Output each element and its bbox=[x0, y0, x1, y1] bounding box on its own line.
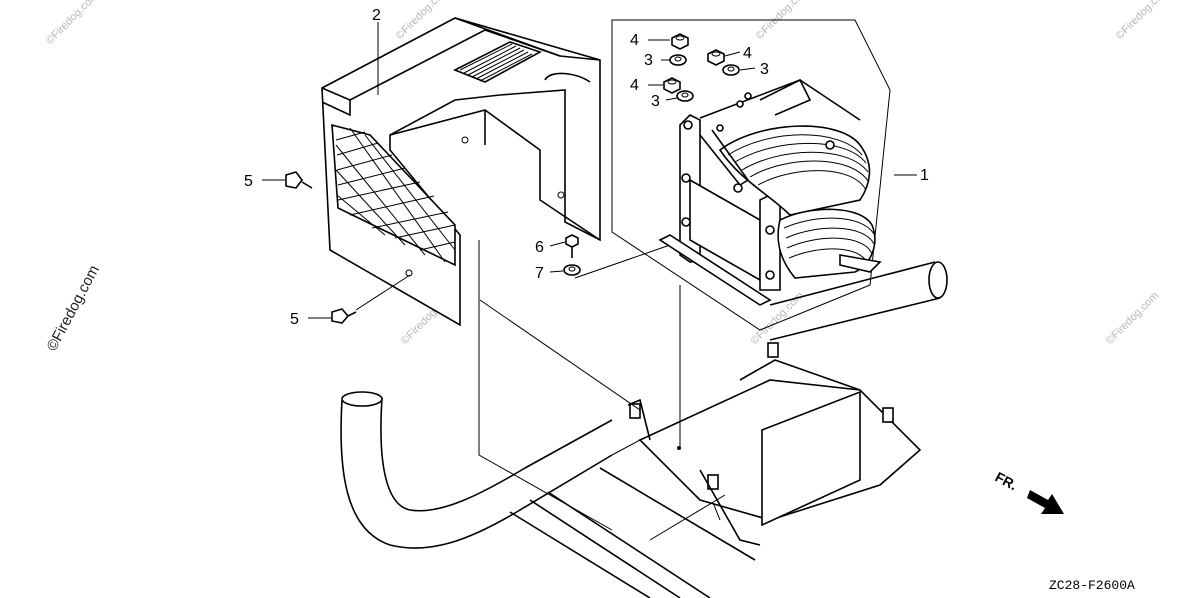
callout-3c: 3 bbox=[651, 93, 660, 110]
callout-1: 1 bbox=[920, 167, 929, 184]
watermark-main: ©Firedog.com bbox=[44, 263, 103, 354]
front-direction-indicator: FR. bbox=[993, 469, 1064, 514]
callout-labels: 1 2 4 3 4 3 4 3 5 5 6 7 bbox=[244, 7, 929, 328]
callout-2: 2 bbox=[372, 7, 381, 24]
callout-leaders bbox=[262, 22, 917, 319]
nut-4a bbox=[671, 33, 689, 50]
watermark-faint-1: ©Firedog.com bbox=[44, 0, 101, 47]
washer-3b bbox=[722, 64, 740, 76]
callout-4a: 4 bbox=[630, 32, 639, 49]
watermark-faint-4: ©Firedog.com bbox=[1114, 0, 1171, 42]
frame-rail bbox=[769, 261, 948, 341]
direction-label: FR. bbox=[993, 469, 1020, 494]
callout-4c: 4 bbox=[630, 77, 639, 94]
watermark-faint-group: ©Firedog.com ©Firedog.com ©Firedog.com ©… bbox=[44, 0, 1171, 347]
washer-3a bbox=[669, 54, 687, 66]
leader-lines bbox=[478, 240, 726, 541]
callout-3b: 3 bbox=[760, 61, 769, 78]
callout-7: 7 bbox=[535, 265, 544, 282]
callout-4b: 4 bbox=[743, 45, 752, 62]
callout-5a: 5 bbox=[244, 173, 253, 190]
washer-7 bbox=[563, 264, 581, 276]
screw-6 bbox=[565, 234, 579, 258]
direction-arrow-icon bbox=[1027, 490, 1064, 514]
nuts-and-washers bbox=[663, 33, 740, 102]
callout-6: 6 bbox=[535, 239, 544, 256]
frame-tube bbox=[340, 391, 613, 549]
watermark-faint-3: ©Firedog.com bbox=[754, 0, 811, 42]
callout-3a: 3 bbox=[644, 52, 653, 69]
cover-mesh bbox=[335, 127, 456, 263]
cover-vent-slots bbox=[459, 43, 533, 82]
callout-5b: 5 bbox=[290, 311, 299, 328]
watermark-faint-7: ©Firedog.com bbox=[1104, 290, 1161, 347]
bolt-5a bbox=[285, 171, 313, 189]
bolts bbox=[285, 171, 581, 324]
exploded-view-box bbox=[611, 19, 891, 331]
mounting-bracket bbox=[627, 342, 922, 546]
drawing-code: ZC28-F2600A bbox=[1049, 578, 1135, 593]
cover bbox=[321, 17, 601, 327]
washer-3c bbox=[676, 90, 694, 102]
nut-4b bbox=[707, 49, 725, 66]
nut-4c bbox=[663, 77, 681, 94]
transformer-unit bbox=[658, 78, 882, 306]
bolt-5b bbox=[331, 308, 357, 324]
